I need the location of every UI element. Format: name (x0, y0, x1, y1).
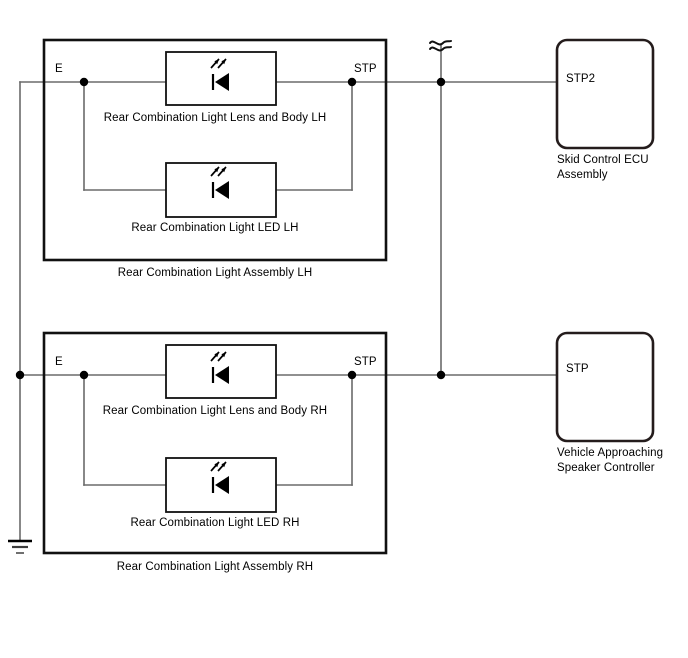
junction-dot-rh-e (79, 370, 89, 380)
controller-box-vehicle-approaching-speaker (555, 331, 655, 443)
led-icon-lens-body-lh (210, 58, 229, 91)
controller-caption-skid-control-ecu-line1: Skid Control ECU (557, 154, 649, 166)
led-icon-led-rh (210, 461, 229, 494)
terminal-label-lh-e: E (55, 63, 63, 75)
junction-dot-lh-e (79, 77, 89, 87)
junction-dot-ground (15, 370, 25, 380)
terminal-label-lh-stp: STP (354, 63, 377, 75)
component-caption-lens-body-lh: Rear Combination Light Lens and Body LH (103, 112, 327, 124)
component-caption-lens-body-rh: Rear Combination Light Lens and Body RH (102, 405, 328, 417)
led-icon-led-lh (210, 166, 229, 199)
controller-caption-skid-control-ecu-line2: Assembly (557, 169, 608, 181)
wire-break-squiggle-icon (429, 40, 452, 52)
ground-icon (8, 539, 32, 554)
terminal-label-skid-control-ecu: STP2 (566, 73, 596, 85)
led-icon-lens-body-rh (210, 351, 229, 384)
assembly-caption-lh: Rear Combination Light Assembly LH (117, 267, 313, 279)
assembly-caption-rh: Rear Combination Light Assembly RH (116, 561, 314, 573)
assembly-box-rh (42, 331, 388, 555)
terminal-label-vehicle-approaching-speaker: STP (566, 363, 589, 375)
junction-dot-bus-top (436, 77, 446, 87)
component-caption-led-lh: Rear Combination Light LED LH (131, 222, 299, 234)
junction-dot-lh-stp (347, 77, 357, 87)
terminal-label-rh-stp: STP (354, 356, 377, 368)
controller-caption-vehicle-approaching-speaker-line1: Vehicle Approaching (557, 447, 664, 459)
terminal-label-rh-e: E (55, 356, 63, 368)
controller-box-skid-control-ecu (555, 38, 655, 150)
junction-dot-bus-bot (436, 370, 446, 380)
component-caption-led-rh: Rear Combination Light LED RH (130, 517, 300, 529)
controller-caption-vehicle-approaching-speaker-line2: Speaker Controller (557, 462, 655, 474)
assembly-box-lh (42, 38, 388, 262)
junction-dot-rh-stp (347, 370, 357, 380)
